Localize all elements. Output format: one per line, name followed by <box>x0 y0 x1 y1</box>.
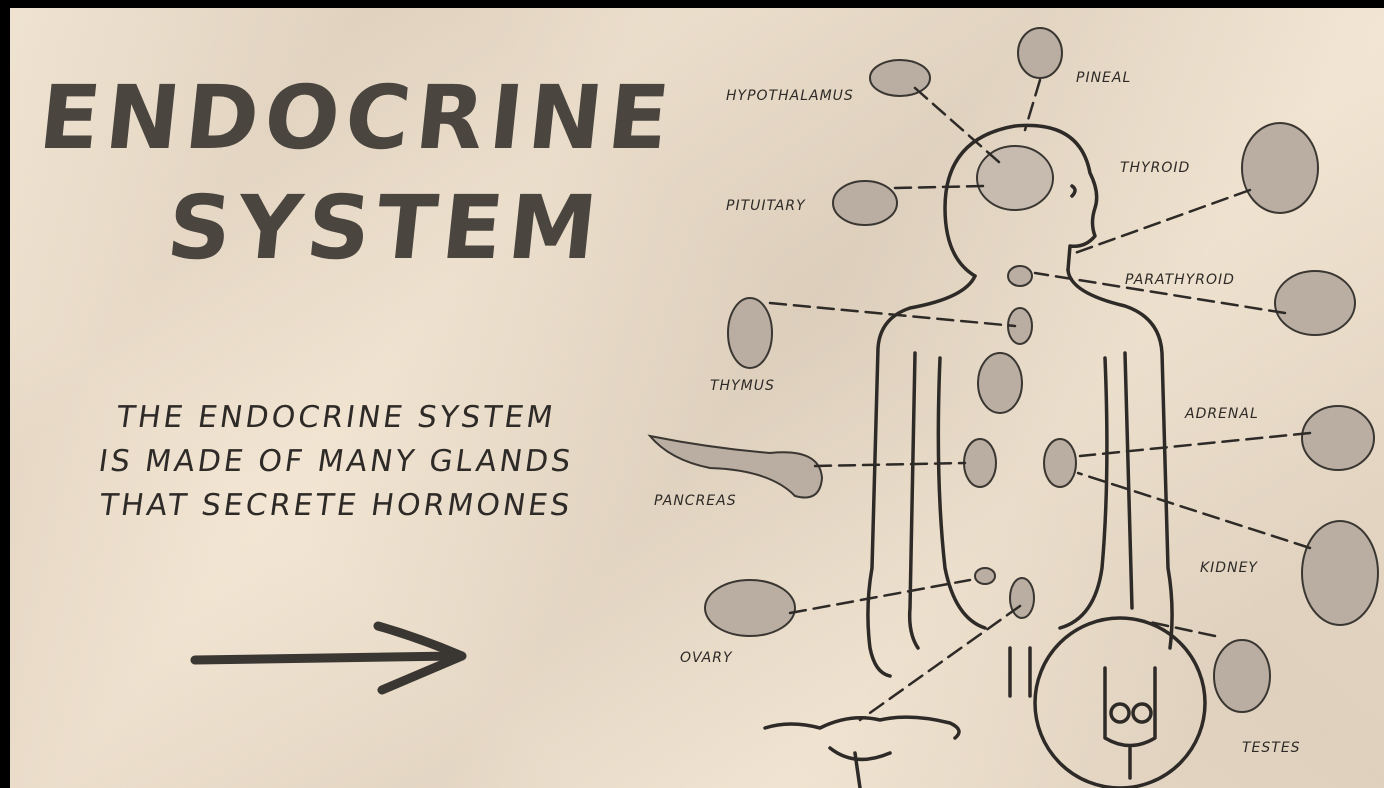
label-pancreas: Pancreas <box>654 493 737 509</box>
thymus-organ <box>728 298 772 368</box>
ovary-in-body-organ <box>975 568 995 584</box>
pituitary-organ <box>833 181 897 225</box>
label-ovary: Ovary <box>680 650 733 666</box>
label-kidney: Kidney <box>1200 560 1258 576</box>
right-arrow-icon <box>195 626 462 690</box>
label-thymus: Thymus <box>710 378 775 394</box>
kidney-organ <box>1302 521 1378 625</box>
ovary-organ <box>705 580 795 636</box>
hypothalamus-organ <box>870 60 930 96</box>
diagram-canvas: Endocrine System The Endocrine System is… <box>10 8 1384 788</box>
parathyroid-organ <box>1275 271 1355 335</box>
label-thyroid: Thyroid <box>1120 160 1190 176</box>
pancreas-organ <box>650 436 822 498</box>
label-pineal: Pineal <box>1076 70 1131 86</box>
label-testes: Testes <box>1242 740 1301 756</box>
brain-organ <box>977 146 1053 210</box>
label-pituitary: Pituitary <box>726 198 806 214</box>
label-parathyroid: Parathyroid <box>1125 272 1235 288</box>
heart-organ <box>978 353 1022 413</box>
kidney-right-organ <box>1044 439 1076 487</box>
thyroid-organ <box>1242 123 1318 213</box>
pineal-organ <box>1018 28 1062 78</box>
testis-organ <box>1214 640 1270 712</box>
label-hypothalamus: Hypothalamus <box>726 88 854 104</box>
body-illustration <box>10 8 1384 788</box>
label-adrenal: Adrenal <box>1185 406 1259 422</box>
adrenal-organ <box>1302 406 1374 470</box>
neck-gland-organ <box>1008 266 1032 286</box>
kidney-left-organ <box>964 439 996 487</box>
